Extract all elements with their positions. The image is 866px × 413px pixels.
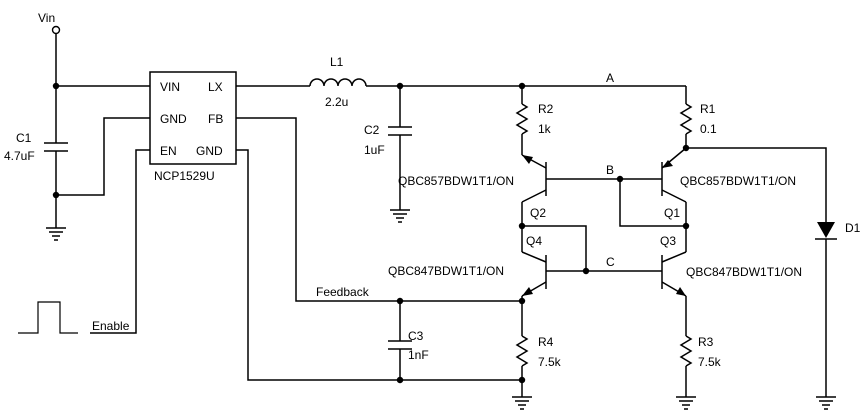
r4-name: R4 bbox=[538, 335, 554, 349]
wire-feedback bbox=[236, 117, 522, 302]
enable-pulse-icon bbox=[18, 301, 78, 334]
r3-value: 7.5k bbox=[698, 355, 722, 369]
r4-value: 7.5k bbox=[538, 355, 562, 369]
c1-capacitor bbox=[44, 86, 68, 228]
r3-name: R3 bbox=[698, 335, 714, 349]
q4-name: Q4 bbox=[526, 234, 542, 248]
vin-terminal bbox=[51, 25, 61, 86]
q3-part: QBC847BDW1T1/ON bbox=[686, 265, 802, 279]
r1-value: 0.1 bbox=[700, 122, 717, 136]
ic-pin-lx: LX bbox=[208, 80, 223, 94]
ground-symbol-d1 bbox=[816, 396, 836, 410]
c3-capacitor bbox=[388, 301, 412, 380]
ic-name: NCP1529U bbox=[154, 169, 215, 183]
c2-value: 1uF bbox=[364, 143, 385, 157]
q3-npn-transistor bbox=[661, 251, 687, 332]
d1-name: D1 bbox=[845, 221, 861, 235]
feedback-label: Feedback bbox=[316, 285, 370, 299]
vin-label: Vin bbox=[38, 11, 55, 25]
c2-capacitor bbox=[388, 86, 412, 210]
r3-resistor bbox=[679, 332, 693, 397]
ic-pin-en: EN bbox=[160, 144, 177, 158]
wire-q4-diode-connect bbox=[522, 225, 587, 271]
node-a-label: A bbox=[606, 71, 614, 85]
q1-name: Q1 bbox=[664, 206, 680, 220]
r1-name: R1 bbox=[700, 102, 716, 116]
r2-value: 1k bbox=[538, 122, 552, 136]
q1-part: QBC857BDW1T1/ON bbox=[680, 174, 796, 188]
wire-enable bbox=[90, 149, 150, 334]
node-b-label: B bbox=[606, 163, 614, 177]
d1-diode bbox=[815, 222, 837, 397]
q4-part: QBC847BDW1T1/ON bbox=[388, 264, 504, 278]
ic-pin-gnd: GND bbox=[160, 112, 187, 126]
q4-npn-transistor bbox=[521, 251, 547, 332]
wire-q1-diode-connect bbox=[619, 179, 686, 227]
ic-pin-fb: FB bbox=[208, 112, 223, 126]
c2-name: C2 bbox=[364, 123, 380, 137]
l1-name: L1 bbox=[330, 55, 344, 69]
ground-symbol-c2 bbox=[390, 209, 410, 223]
c1-name: C1 bbox=[16, 131, 32, 145]
q2-part: QBC857BDW1T1/ON bbox=[398, 174, 514, 188]
wire-d1 bbox=[686, 147, 827, 222]
ground-symbol-r3 bbox=[676, 396, 696, 410]
c1-value: 4.7uF bbox=[4, 149, 35, 163]
r1-resistor bbox=[679, 86, 693, 148]
c3-value: 1nF bbox=[408, 348, 429, 362]
wire-ground-return bbox=[236, 149, 522, 381]
l1-value: 2.2u bbox=[325, 95, 348, 109]
r4-resistor bbox=[515, 332, 529, 397]
ground-symbol-r4 bbox=[512, 396, 532, 410]
ground-symbol-c1 bbox=[46, 227, 66, 241]
ic-pin-vin: VIN bbox=[160, 80, 180, 94]
ic-pin-gnd2: GND bbox=[196, 144, 223, 158]
node-c-label: C bbox=[606, 255, 615, 269]
enable-label: Enable bbox=[92, 319, 130, 333]
q3-name: Q3 bbox=[660, 234, 676, 248]
wire-ic-gnd bbox=[56, 117, 150, 196]
r2-resistor bbox=[515, 86, 529, 155]
l1-inductor bbox=[309, 78, 367, 87]
r2-name: R2 bbox=[538, 102, 554, 116]
q2-name: Q2 bbox=[530, 206, 546, 220]
c3-name: C3 bbox=[408, 329, 424, 343]
